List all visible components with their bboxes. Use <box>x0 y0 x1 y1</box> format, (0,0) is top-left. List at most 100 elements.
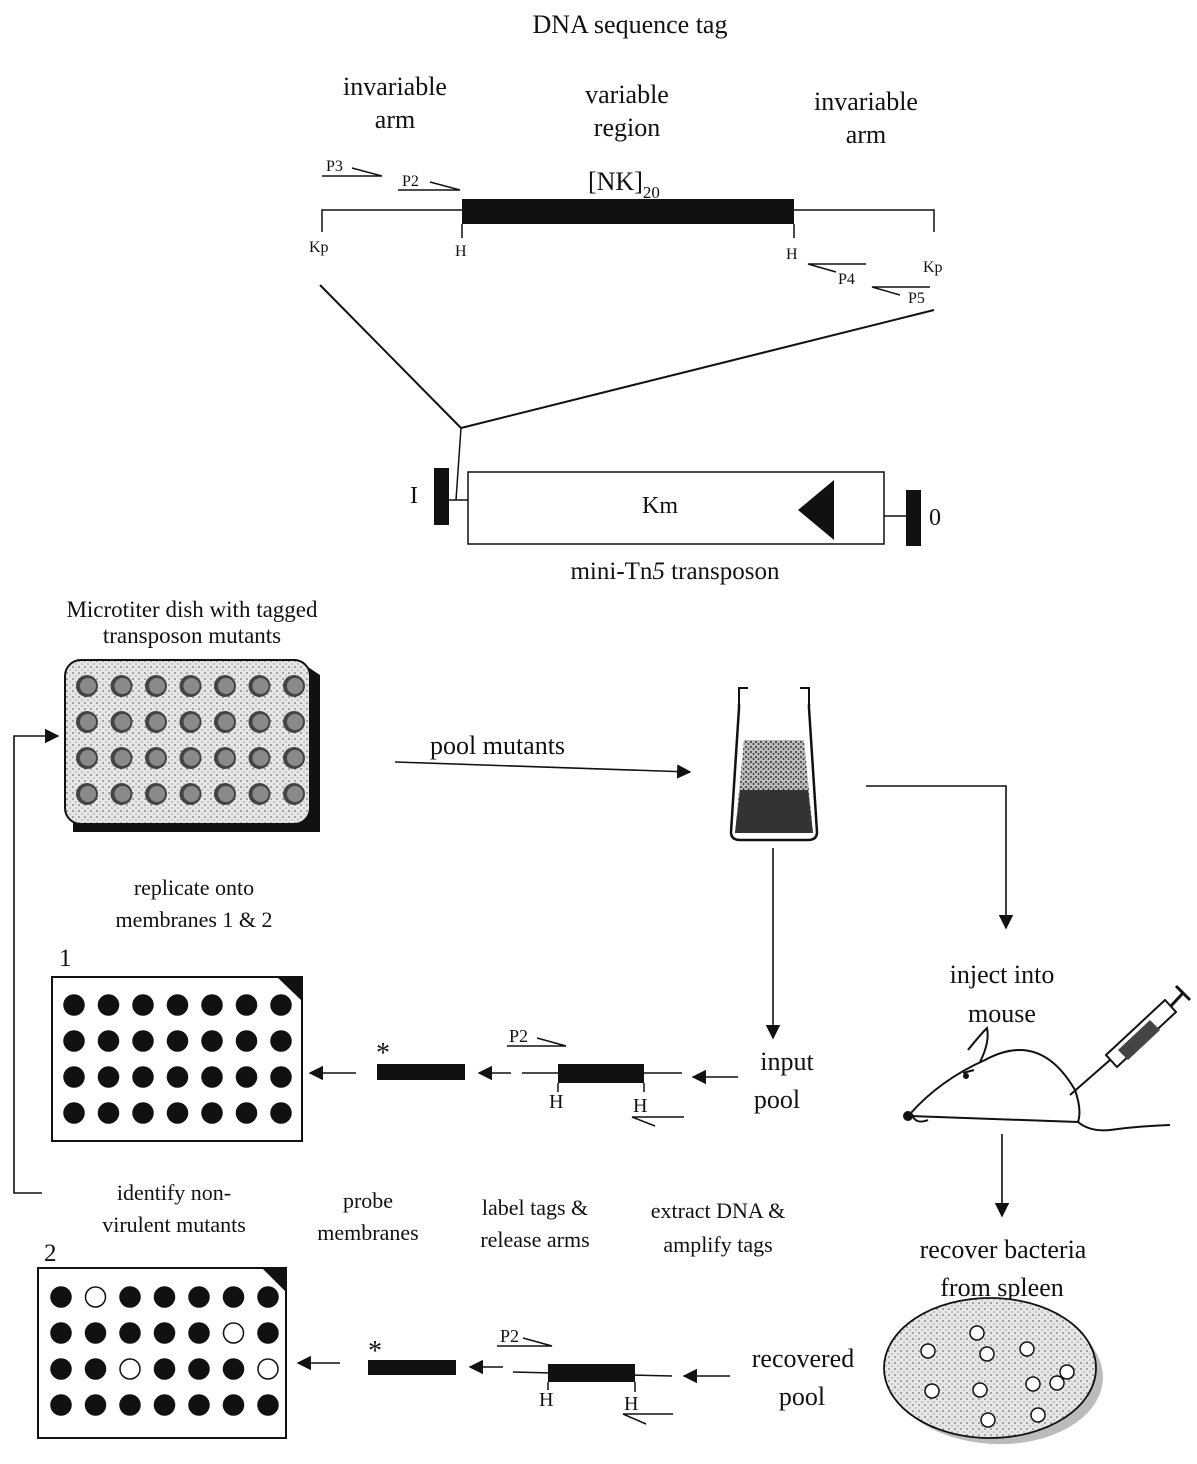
kp-right-label: Kp <box>923 259 943 276</box>
microtiter-well-inner <box>149 750 165 766</box>
h1-label-a: H <box>549 1091 563 1113</box>
probe-label-1: probe <box>343 1188 393 1213</box>
amplified-fragment-2 <box>497 1337 673 1425</box>
recovered-pool-label-2: pool <box>779 1382 825 1411</box>
svg-text:P2: P2 <box>402 173 419 190</box>
colony-dot-present <box>188 1394 210 1416</box>
variable-label-1: variable <box>585 80 669 109</box>
microtiter-well-inner <box>149 786 165 802</box>
microtiter-well-inner <box>218 714 234 730</box>
h2-label-b: H <box>624 1393 638 1415</box>
colony <box>980 1412 996 1428</box>
svg-text:P3: P3 <box>326 158 343 175</box>
colony-dot-present <box>201 1030 223 1052</box>
colony <box>969 1325 985 1341</box>
colony-dot-present <box>97 1102 120 1124</box>
label-tags-1: label tags & <box>482 1195 588 1220</box>
colony-dot-present <box>270 1102 292 1124</box>
probe-label-2: membranes <box>317 1220 418 1245</box>
p2-label-b: P2 <box>500 1326 519 1346</box>
primer-p5: P5 <box>871 286 930 307</box>
colony-dot-present <box>119 1322 141 1344</box>
microtiter-well-inner <box>114 786 131 802</box>
label-star-2: * <box>368 1336 382 1367</box>
colony-dot-missing <box>257 1358 279 1380</box>
membrane1-corner <box>278 978 301 1000</box>
microtiter-well-inner <box>218 750 234 766</box>
variable-region-bar <box>462 199 794 224</box>
inject-label-1: inject into <box>950 960 1055 989</box>
p2-label-a: P2 <box>509 1026 528 1046</box>
svg-text:P5: P5 <box>908 290 925 307</box>
input-pool-label-2: pool <box>754 1085 800 1114</box>
microtiter-well-inner <box>218 786 234 802</box>
membrane2-number: 2 <box>44 1240 57 1267</box>
tag-title: DNA sequence tag <box>533 10 728 39</box>
inject-label-2: mouse <box>968 999 1036 1028</box>
colony-dot-present <box>222 1394 245 1416</box>
colony-dot-present <box>222 1286 245 1308</box>
colony <box>920 1343 936 1359</box>
transposon-i-end <box>434 468 449 525</box>
feedback-arrow <box>13 728 60 1194</box>
microtiter-well-inner <box>252 714 269 730</box>
left-arm-label-2: arm <box>375 105 415 134</box>
microtiter-well-inner <box>114 714 131 730</box>
colony-dot-present <box>50 1286 72 1308</box>
colony-dot-present <box>257 1394 279 1416</box>
colony-dot-present <box>270 1066 292 1088</box>
colony-dot-present <box>119 1394 141 1416</box>
colony-dot-present <box>188 1322 210 1344</box>
colony-dot-present <box>201 1102 223 1124</box>
colony-dot-present <box>97 1030 120 1052</box>
colony-dot-missing <box>119 1358 141 1380</box>
expand-line-right <box>460 309 935 429</box>
colony-dot-present <box>50 1394 72 1416</box>
colony <box>1059 1364 1075 1380</box>
microtiter-wells <box>76 675 305 805</box>
colony-dot-present <box>63 994 85 1016</box>
colony <box>1030 1407 1046 1423</box>
colony-dot-present <box>153 1358 176 1380</box>
microtiter-dish <box>64 659 311 825</box>
microtiter-well-inner <box>114 678 131 694</box>
colony-dot-present <box>201 994 223 1016</box>
recover-label-1: recover bacteria <box>920 1235 1087 1264</box>
recover-label-2: from spleen <box>940 1273 1063 1302</box>
membrane2-dots <box>50 1286 279 1416</box>
identify-label-2: virulent mutants <box>102 1212 246 1237</box>
h-left-label: H <box>455 243 467 260</box>
colony <box>979 1346 995 1362</box>
colony-dot-present <box>50 1322 72 1344</box>
h-right-label: H <box>786 246 798 263</box>
primer-p2: P2 <box>398 173 461 191</box>
colony-dot-present <box>235 1066 258 1088</box>
microtiter-well-inner <box>149 714 165 730</box>
colony-dot-present <box>63 1066 85 1088</box>
replicate-label-1: replicate onto <box>134 875 254 900</box>
h2-label-a: H <box>633 1095 647 1117</box>
membrane2-corner <box>263 1269 285 1291</box>
colony-dot-present <box>153 1322 176 1344</box>
petri-dish <box>883 1297 1103 1445</box>
svg-text:P4: P4 <box>838 271 855 288</box>
colony <box>924 1383 940 1399</box>
colony-dot-missing <box>84 1286 107 1308</box>
microtiter-well-inner <box>80 714 96 730</box>
colony-dot-present <box>201 1066 223 1088</box>
microtiter-well-inner <box>183 678 200 694</box>
h1-label-b: H <box>539 1389 553 1411</box>
colony-dot-missing <box>222 1322 245 1344</box>
colony-dot-present <box>257 1286 279 1308</box>
transposon-o-end <box>906 490 921 546</box>
right-arm-label-1: invariable <box>814 87 918 116</box>
kp-left-label: Kp <box>309 239 329 256</box>
microtiter-well-inner <box>287 786 303 802</box>
microtiter-well-inner <box>252 786 269 802</box>
colony-dot-present <box>235 1102 258 1124</box>
right-arm-label-2: arm <box>846 120 886 149</box>
microtiter-title-1: Microtiter dish with tagged <box>66 597 318 622</box>
colony-dot-present <box>188 1358 210 1380</box>
microtiter-well-inner <box>114 750 131 766</box>
